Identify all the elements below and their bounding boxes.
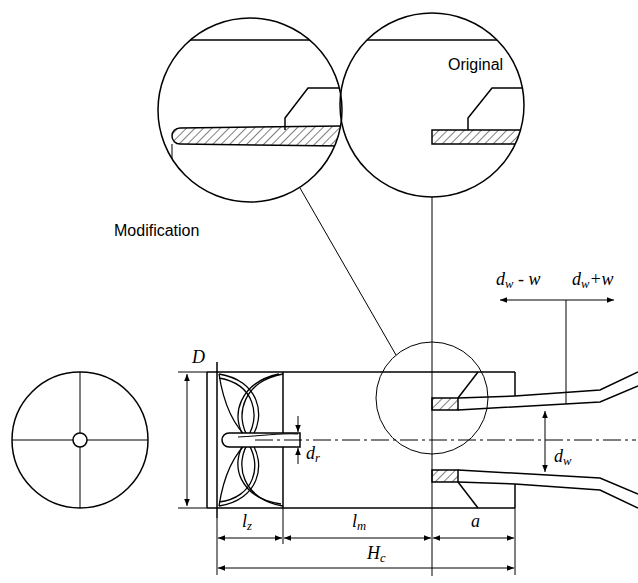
outlet-tube — [458, 386, 638, 410]
dimension-label: dr — [304, 444, 322, 464]
outlet-tube — [515, 484, 638, 508]
original-detail — [432, 130, 530, 144]
symbol-rest: - w — [513, 269, 540, 289]
outlet-tube — [458, 372, 478, 398]
dimension-lines — [433, 538, 514, 539]
dimension-label: D — [190, 348, 207, 368]
dimension-label: lz — [240, 512, 254, 532]
swirler-vanes — [219, 374, 250, 440]
dimension-lines — [283, 508, 284, 544]
detail-caption: Modification — [112, 222, 201, 240]
end-view — [73, 433, 87, 447]
cyclone-body — [514, 372, 516, 396]
leader-line — [300, 188, 396, 355]
dimension-lines — [545, 411, 546, 472]
dimension-lines — [218, 568, 514, 569]
symbol: l — [242, 511, 247, 531]
outlet-tube — [515, 372, 638, 396]
cyclone-body — [514, 484, 516, 508]
swirler-vanes — [219, 440, 250, 506]
dimension-lines — [218, 538, 282, 539]
cyclone-body — [207, 371, 515, 373]
dimension-lines — [284, 538, 431, 539]
modification-detail — [172, 126, 345, 146]
subscript: z — [247, 519, 252, 533]
subscript: c — [380, 551, 386, 565]
dimension-label: a — [469, 512, 482, 532]
end-view — [12, 372, 148, 508]
symbol: d — [554, 446, 563, 466]
dimension-lines — [178, 300, 614, 575]
outlet-tube — [458, 482, 515, 484]
exit-plane-line — [432, 197, 433, 576]
symbol: d — [572, 269, 581, 289]
cyclone-drawing — [12, 13, 638, 576]
symbol: d — [496, 269, 505, 289]
symbol: d — [306, 443, 315, 463]
outlet-tube — [432, 398, 458, 410]
dimension-lines — [298, 416, 299, 432]
original-detail — [330, 39, 530, 41]
modification-detail — [150, 40, 350, 210]
modification-detail — [150, 18, 350, 210]
center-line — [255, 440, 636, 441]
dimension-label: dw — [552, 447, 573, 467]
symbol-rest: +w — [589, 269, 613, 289]
detail-caption: Original — [446, 56, 505, 74]
modification-detail — [158, 18, 342, 202]
dimension-label: Hc — [365, 544, 388, 564]
outlet-tube — [458, 396, 515, 398]
modification-detail — [172, 144, 173, 210]
subscript: w — [505, 277, 513, 291]
cyclone-body — [207, 507, 515, 509]
subscript: r — [315, 451, 320, 465]
original-detail — [468, 88, 530, 130]
symbol: l — [352, 511, 357, 531]
dimension-lines — [298, 448, 299, 464]
dimension-label: dw+w — [570, 270, 616, 290]
end-view — [12, 372, 148, 508]
subscript: m — [357, 519, 366, 533]
dimension-label: dw - w — [494, 270, 542, 290]
cyclone-body — [206, 372, 208, 508]
dimension-lines — [187, 374, 188, 506]
original-detail — [330, 40, 530, 144]
central-rod — [238, 434, 298, 437]
dimension-lines — [515, 508, 516, 575]
dimension-lines — [566, 300, 567, 404]
subscript: w — [563, 454, 571, 468]
outlet-tube — [432, 470, 458, 482]
dimension-lines — [500, 300, 614, 301]
dimension-lines — [178, 508, 207, 509]
outlet-tube — [458, 470, 638, 494]
dimension-lines — [217, 518, 218, 575]
subscript: w — [581, 277, 589, 291]
original-detail — [330, 13, 530, 197]
dimension-lines — [178, 372, 207, 373]
symbol: H — [367, 543, 380, 563]
cyclone-body — [216, 362, 218, 518]
dimension-label: lm — [350, 512, 368, 532]
modification-detail — [150, 39, 350, 41]
outlet-tube — [458, 482, 478, 508]
